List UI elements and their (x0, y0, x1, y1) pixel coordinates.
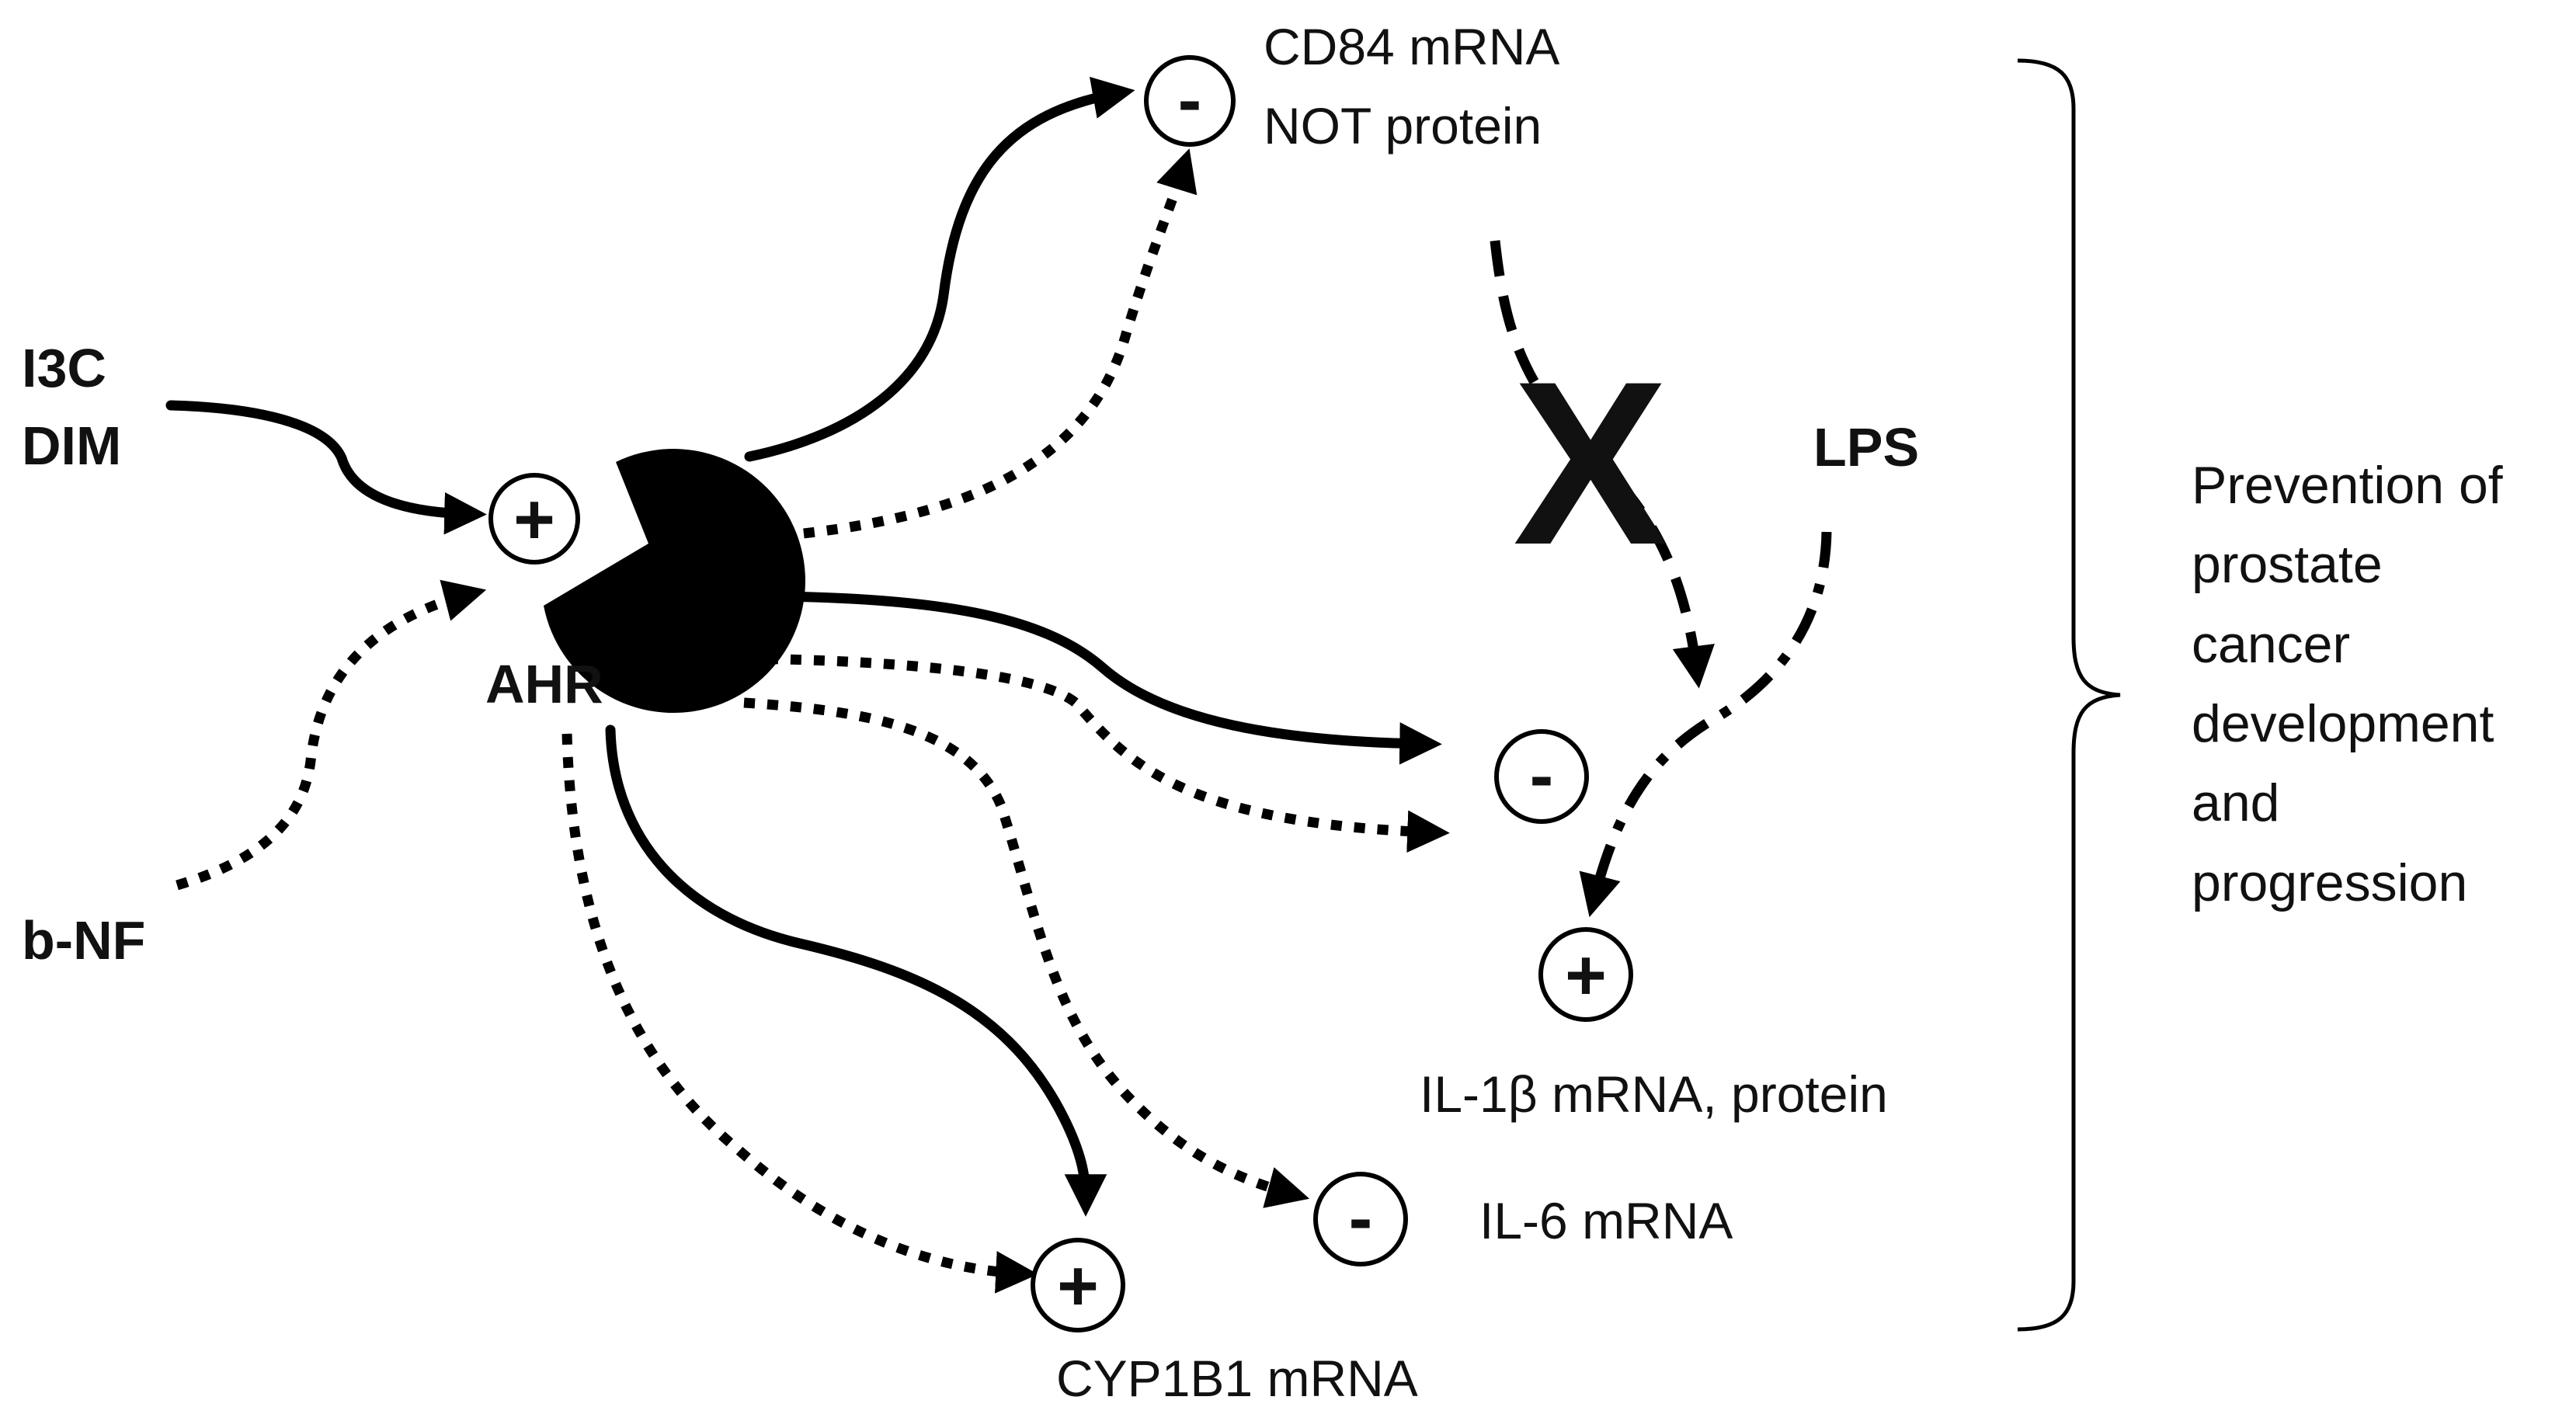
bnf-label: b-NF (22, 910, 145, 971)
arrow-i3c-dim-to-ahr (165, 400, 487, 535)
closing-brace (2017, 58, 2121, 1332)
lps-label: LPS (1813, 417, 1919, 478)
ahr-activation-circle (488, 473, 580, 565)
outcome-line-4: development (2192, 694, 2494, 753)
arrow-cd84-to-il1b-dashed (1490, 240, 1715, 689)
il1b-minus-circle (1494, 729, 1589, 824)
arrow-bnf-to-ahr (176, 579, 487, 891)
ahr-receptor-shape (544, 449, 805, 714)
arrow-ahr-to-cyp1b1-solid (605, 724, 1107, 1217)
cd84-minus-circle (1144, 55, 1236, 147)
ahr-plus-sign: + (513, 480, 555, 559)
cyp1b1-plus-circle (1031, 1238, 1125, 1332)
arrow-ahr-to-cyp1b1-dotted (561, 733, 1038, 1294)
il6-minus-sign: - (1349, 1179, 1373, 1258)
outcome-line-3: cancer (2192, 615, 2350, 674)
cd84-minus-sign: - (1178, 61, 1202, 140)
outcome-line-1: Prevention of (2192, 456, 2503, 515)
arrow-ahr-to-il6-dotted (743, 697, 1310, 1208)
il6-label: IL-6 mRNA (1479, 1192, 1733, 1249)
ahr-label: AHR (485, 654, 603, 714)
arrow-ahr-to-cd84-solid (744, 76, 1135, 462)
il1b-plus-sign: + (1565, 936, 1607, 1015)
arrow-lps-to-il1b-dashdot (1579, 531, 1832, 918)
il1b-minus-sign: - (1530, 736, 1554, 815)
il1b-plus-circle (1538, 927, 1633, 1022)
arrow-ahr-to-il1b-solid (779, 591, 1442, 765)
outcome-line-5: and (2192, 773, 2279, 832)
cyp1b1-plus-sign: + (1057, 1246, 1099, 1325)
dim-label: DIM (22, 415, 121, 476)
arrow-ahr-to-il1b-dotted (743, 653, 1450, 853)
arrow-ahr-to-cd84-dotted (780, 148, 1198, 541)
block-x-mark: X (1513, 332, 1670, 593)
il6-minus-circle (1313, 1172, 1408, 1266)
cd84-label-line1: CD84 mRNA (1264, 18, 1559, 75)
cyp1b1-label: CYP1B1 mRNA (1056, 1350, 1418, 1407)
i3c-label: I3C (22, 338, 106, 398)
cd84-label-line2: NOT protein (1264, 97, 1542, 155)
outcome-line-6: progression (2192, 853, 2467, 912)
il1b-label: IL-1β mRNA, protein (1420, 1065, 1888, 1123)
outcome-line-2: prostate (2192, 535, 2383, 594)
